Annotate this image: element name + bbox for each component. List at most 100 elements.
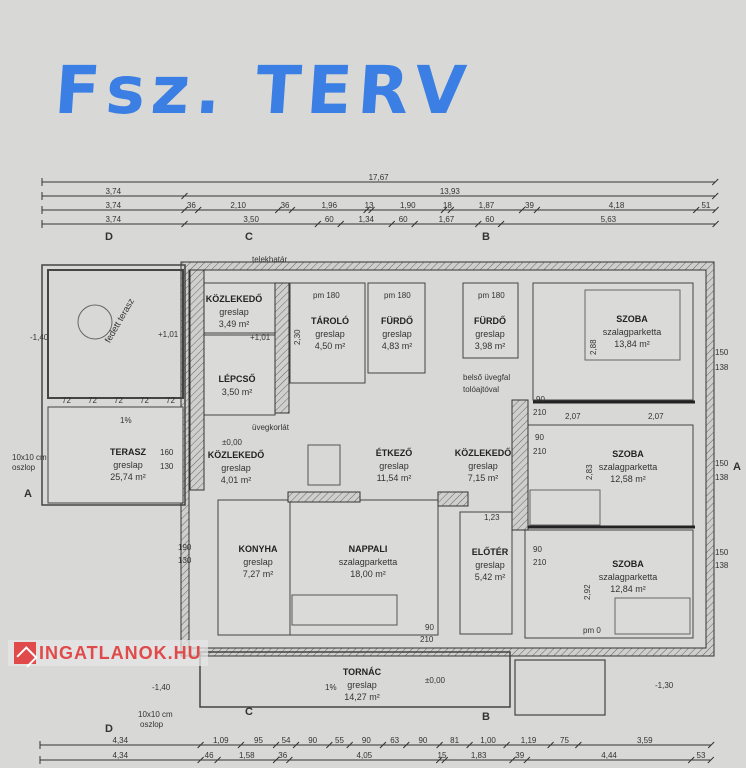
dimension-tick [197, 741, 204, 749]
dimension-tick [363, 206, 370, 214]
dimension-tick [466, 741, 473, 749]
room-area: 11,54 m² [377, 473, 412, 483]
dimension-label: 1,09 [213, 736, 229, 745]
room-szoba-3 [524, 529, 694, 639]
annotation-label: 2,07 [565, 412, 581, 421]
room-lepcso [202, 334, 276, 416]
room-name: fedett terasz [103, 296, 137, 344]
room-label-fedett-terasz: fedett terasz [103, 296, 137, 344]
dimension-tick [272, 741, 280, 749]
annotation-label: C [245, 706, 253, 718]
annotation-label: 2,92 [583, 584, 592, 600]
dimension-tick [197, 756, 204, 764]
room-area: 4,83 m² [382, 341, 413, 351]
annotation-label: 72 [88, 396, 97, 405]
room-name: SZOBA [616, 314, 648, 324]
house-icon [14, 642, 36, 664]
terrace-outline [41, 264, 186, 506]
annotation-label: 1,23 [484, 513, 500, 522]
room-label-eloter: ELŐTÉR greslap 5,42 m² [472, 546, 509, 582]
annotation-label: +1,01 [158, 330, 179, 339]
covered-terrace-outline [47, 269, 184, 399]
room-floor: greslap [243, 557, 273, 567]
dimension-label: 81 [450, 736, 459, 745]
room-floor: szalagparketta [339, 557, 398, 567]
dimension-tick [533, 206, 541, 214]
room-name: NAPPALI [349, 544, 388, 554]
room-name: ELŐTÉR [472, 546, 509, 557]
dimension-label: 13 [365, 201, 374, 210]
annotation-label: oszlop [140, 720, 164, 729]
annotation-label: 210 [533, 447, 547, 456]
dimension-tick [687, 756, 695, 764]
dimension-label: 4,18 [609, 201, 625, 210]
annotation-label: üvegkorlát [252, 423, 290, 432]
annotation-label: 90 [425, 623, 434, 632]
room-floor: greslap [382, 329, 412, 339]
annotation-label: ±0,00 [425, 676, 446, 685]
dimension-tick [288, 206, 296, 214]
dimension-label: 54 [282, 736, 291, 745]
room-floor: szalagparketta [603, 327, 662, 337]
room-floor: greslap [379, 461, 409, 471]
dimension-tick [497, 220, 505, 228]
room-area: 3,49 m² [219, 319, 250, 329]
annotation-label: 130 [178, 556, 192, 565]
dimension-tick [181, 206, 188, 214]
room-area: 12,84 m² [610, 584, 646, 594]
garden-table [77, 304, 113, 340]
room-area: 5,42 m² [475, 572, 506, 582]
room-floor: greslap [475, 560, 505, 570]
room-name: KÖZLEKEDŐ [206, 293, 263, 304]
room-floor: greslap [219, 307, 249, 317]
annotation-label: 138 [715, 561, 729, 570]
room-name: ÉTKEZŐ [376, 447, 413, 458]
dimension-tick [474, 220, 482, 228]
room-area: 7,27 m² [243, 569, 274, 579]
dimension-label: 60 [325, 215, 334, 224]
room-konyha [217, 499, 291, 636]
dimension-tick [181, 220, 188, 228]
annotation-label: oszlop [12, 463, 36, 472]
annotation-label: 210 [533, 408, 547, 417]
room-floor: greslap [315, 329, 345, 339]
annotation-label: -1,40 [152, 683, 171, 692]
dimension-tick [707, 756, 715, 764]
annotation-label: D [105, 723, 113, 735]
annotation-label: A [733, 461, 741, 473]
room-name: LÉPCSŐ [218, 373, 255, 384]
room-name: FÜRDŐ [381, 315, 413, 326]
room-floor: szalagparketta [599, 462, 658, 472]
room-name: KÖZLEKEDŐ [208, 449, 265, 460]
room-area: 4,50 m² [315, 341, 346, 351]
room-label-terasz: TERASZ greslap 25,74 m² [110, 447, 147, 482]
dimension-label: 75 [560, 736, 569, 745]
room-label-etkezo: ÉTKEZŐ greslap 11,54 m² [376, 447, 413, 483]
room-label-szoba-3: SZOBA szalagparketta 12,84 m² [599, 559, 658, 594]
dimension-tick [411, 220, 418, 228]
room-floor: greslap [475, 329, 505, 339]
room-name: TERASZ [110, 447, 147, 457]
annotation-label: 160 [160, 448, 174, 457]
porch-stairs [514, 659, 606, 716]
room-area: 12,58 m² [610, 474, 646, 484]
annotation-label: 210 [533, 558, 547, 567]
dimension-tick [181, 192, 188, 200]
dimension-label: 1,19 [521, 736, 537, 745]
annotation-label: -1,40 [30, 333, 49, 342]
annotation-label: 190 [178, 543, 192, 552]
dimension-label: 60 [399, 215, 408, 224]
room-label-tarolo: TÁROLÓ greslap 4,50 m² [311, 315, 349, 351]
room-name: FÜRDŐ [474, 315, 506, 326]
dimension-label: 3,50 [243, 215, 259, 224]
bed [614, 597, 691, 635]
dimension-tick [712, 220, 719, 228]
annotation-label: 10x10 cm [138, 710, 173, 719]
annotation-label: 130 [160, 462, 174, 471]
annotation-label: 90 [536, 395, 545, 404]
dining-table [307, 444, 341, 486]
dimension-tick [272, 756, 280, 764]
dimension-label: 36 [278, 751, 287, 760]
dimension-label: 1,67 [439, 215, 455, 224]
